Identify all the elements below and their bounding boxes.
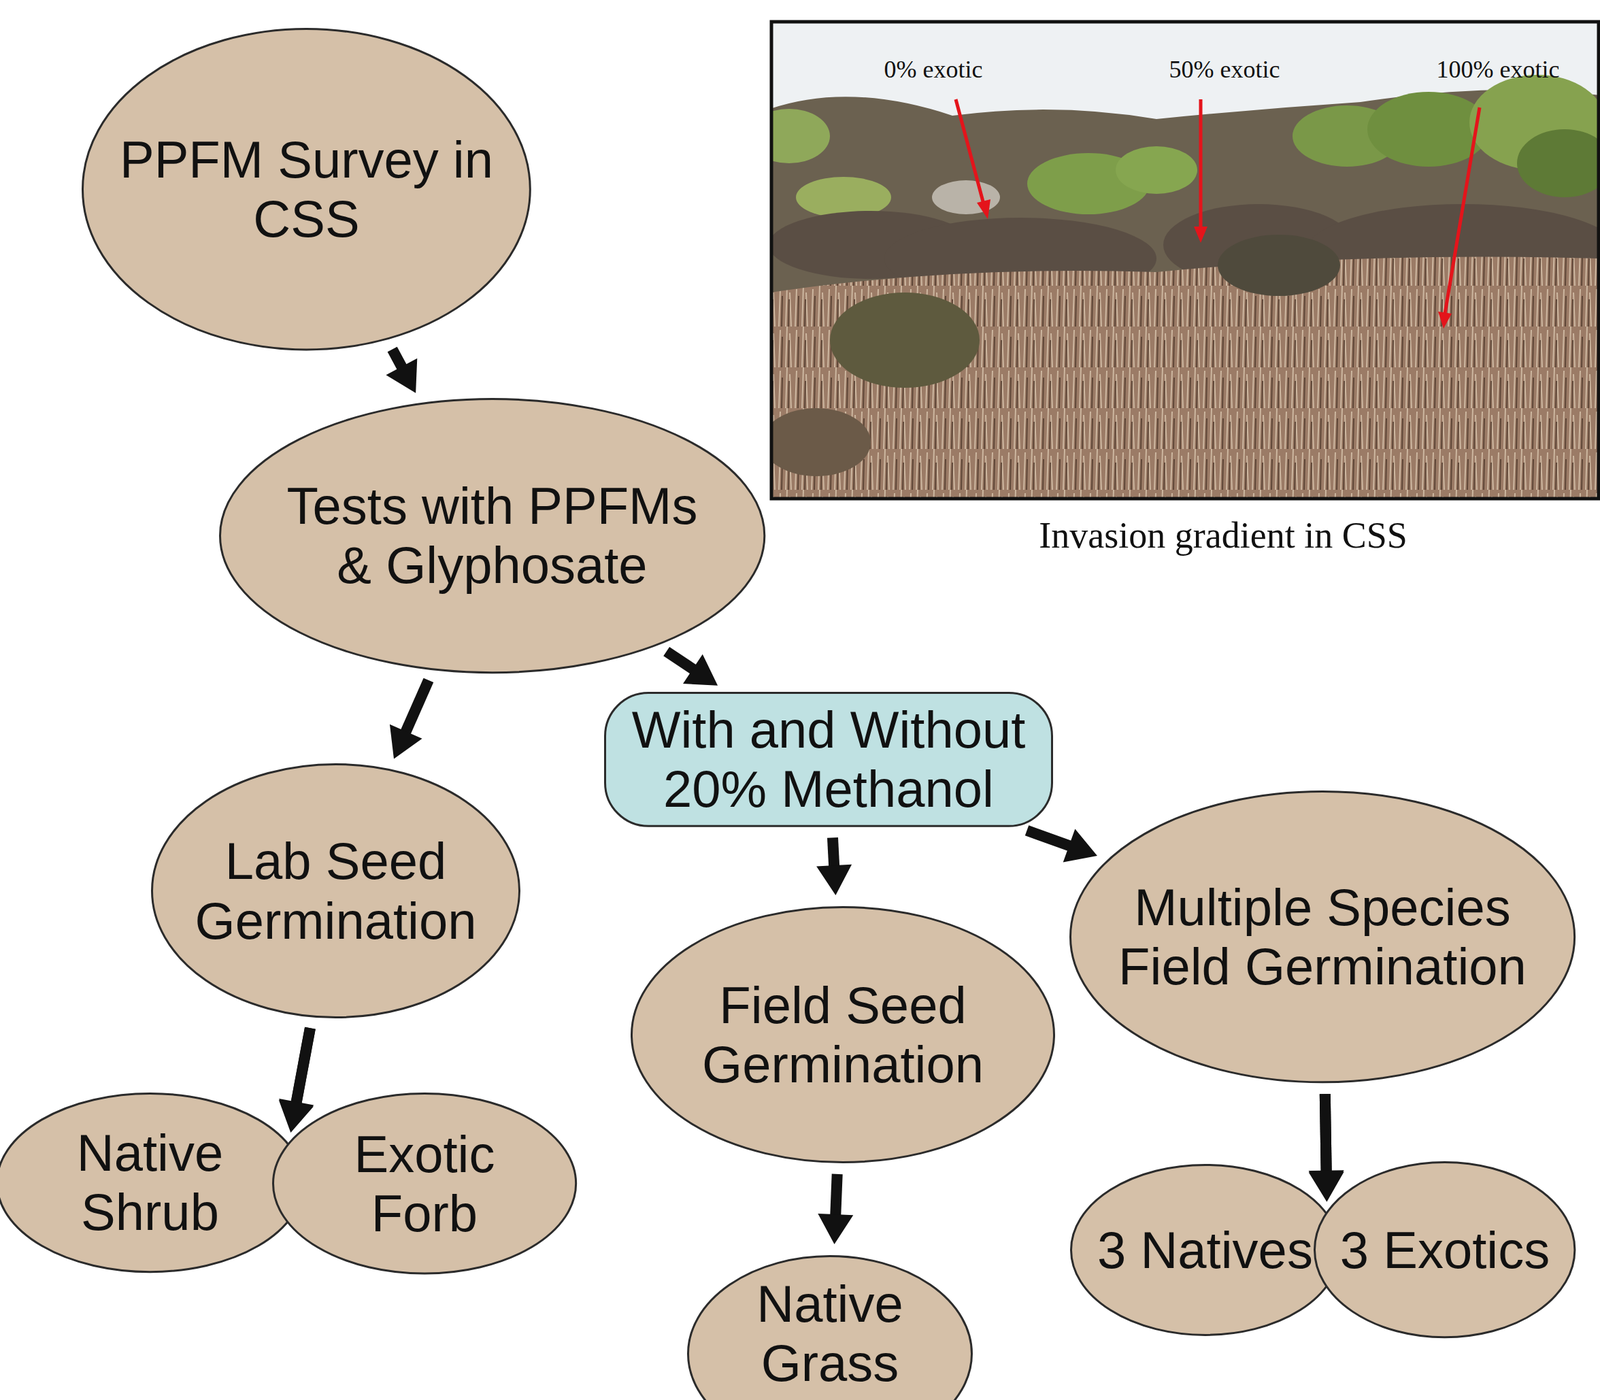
node-label: Multiple Species Field Germination — [1111, 877, 1534, 997]
species-ellipse: Native Shrub — [0, 1092, 305, 1273]
arrow-head — [389, 724, 423, 760]
flow-arrow — [278, 1027, 314, 1132]
node-text: 3 Natives — [1097, 1220, 1313, 1280]
node-outline-shape — [605, 692, 1053, 826]
node-text: With and Without 20% Methanol — [624, 700, 1033, 820]
photo-border — [771, 21, 1599, 499]
arrow-shaft — [295, 1027, 311, 1109]
flow-arrow — [816, 837, 852, 896]
node-label: Tests with PPFMs & Glyphosate — [267, 476, 717, 596]
species-ellipse: Exotic Forb — [272, 1092, 577, 1275]
arrow-head — [682, 654, 718, 686]
node-label: Lab Seed Germination — [193, 831, 479, 951]
flow-arrow — [1308, 1093, 1345, 1203]
node-outline — [219, 397, 766, 674]
process-ellipse: Lab Seed Germination — [151, 763, 521, 1019]
grass-field — [770, 257, 1600, 501]
node-outline-shape — [219, 398, 764, 673]
red-pointer — [955, 99, 991, 220]
arrow-head — [1308, 1170, 1345, 1200]
process-ellipse: Tests with PPFMs & Glyphosate — [219, 397, 766, 674]
process-ellipse: Field Seed Germination — [630, 906, 1056, 1164]
node-label: Native Grass — [741, 1274, 919, 1394]
node-label: Field Seed Germination — [700, 975, 986, 1095]
shrub — [829, 292, 980, 388]
node-outline-shape — [1070, 1165, 1339, 1336]
photo-caption: Invasion gradient in CSS — [1038, 514, 1407, 557]
node-outline-shape — [82, 28, 531, 349]
photo-scene — [770, 20, 1600, 500]
sky — [770, 20, 1600, 500]
node-outline-shape — [1314, 1162, 1575, 1338]
shrub — [770, 408, 871, 477]
arrow-shaft — [403, 680, 428, 737]
node-label: Native Shrub — [61, 1123, 239, 1243]
shrub — [770, 108, 830, 164]
arrow-head — [817, 1213, 854, 1245]
node-text: PPFM Survey in CSS — [115, 129, 497, 249]
flow-arrow — [1308, 1093, 1345, 1200]
flow-arrow — [666, 651, 718, 686]
node-outline-shape — [0, 1093, 304, 1272]
shrub — [1115, 146, 1198, 194]
node-outline — [151, 763, 521, 1019]
shrub — [1517, 129, 1600, 198]
arrow-shaft — [1027, 830, 1075, 848]
node-outline — [81, 27, 532, 351]
arrow-shaft — [666, 651, 698, 673]
arrow-shaft — [1325, 1093, 1327, 1178]
arrow-shaft — [835, 1174, 838, 1220]
node-text: Native Shrub — [61, 1123, 239, 1243]
node-text: Multiple Species Field Germination — [1111, 877, 1534, 997]
node-text: Exotic Forb — [336, 1124, 513, 1244]
node-label: 3 Natives — [1097, 1220, 1313, 1280]
rock — [931, 180, 1000, 215]
node-outline-shape — [688, 1256, 973, 1400]
process-ellipse: PPFM Survey in CSS — [81, 27, 532, 351]
gradient-label: 100% exotic — [1436, 55, 1560, 84]
node-text: Native Grass — [741, 1274, 919, 1394]
condition-box: With and Without 20% Methanol — [604, 691, 1054, 828]
arrow-head — [385, 358, 418, 394]
arrow-shaft — [295, 1027, 311, 1107]
node-outline — [1069, 790, 1576, 1083]
process-ellipse: Multiple Species Field Germination — [1069, 790, 1576, 1083]
node-outline — [272, 1092, 577, 1275]
node-text: Lab Seed Germination — [193, 831, 479, 951]
flow-arrow — [1027, 829, 1098, 863]
node-outline — [630, 906, 1056, 1164]
node-text: Tests with PPFMs & Glyphosate — [267, 476, 717, 596]
node-label: Exotic Forb — [336, 1124, 513, 1244]
node-text: 3 Exotics — [1340, 1220, 1550, 1280]
red-pointer — [1193, 99, 1208, 243]
node-outline-shape — [152, 764, 520, 1018]
node-label: 3 Exotics — [1340, 1220, 1550, 1280]
arrow-head — [1063, 829, 1098, 863]
node-outline — [0, 1092, 305, 1273]
arrow-head — [816, 864, 852, 896]
node-outline-shape — [1070, 791, 1575, 1082]
node-outline-shape — [272, 1093, 576, 1275]
flow-arrow — [389, 680, 429, 760]
species-ellipse: 3 Exotics — [1313, 1161, 1576, 1339]
flow-arrow — [817, 1174, 854, 1245]
node-text: Field Seed Germination — [700, 975, 986, 1095]
flow-arrow — [385, 348, 418, 393]
node-outline-shape — [631, 907, 1055, 1163]
arrow-shaft — [1325, 1093, 1327, 1176]
node-label: With and Without 20% Methanol — [624, 700, 1033, 820]
species-ellipse: 3 Natives — [1070, 1163, 1341, 1337]
species-ellipse: Native Grass — [687, 1255, 973, 1400]
shrub — [1217, 234, 1341, 296]
gradient-label: 50% exotic — [1169, 55, 1281, 84]
red-pointer — [1438, 107, 1480, 329]
node-label: PPFM Survey in CSS — [115, 129, 497, 249]
gradient-label: 0% exotic — [884, 55, 983, 84]
flow-arrow — [278, 1027, 314, 1133]
